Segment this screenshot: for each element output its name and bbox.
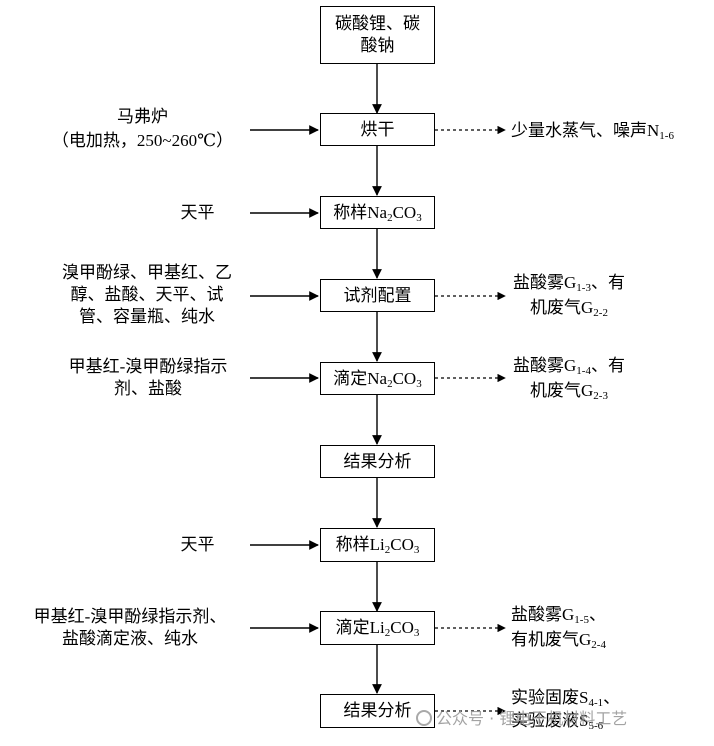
input-muffle-furnace-line2: （电加热，250~260℃） — [51, 131, 234, 150]
watermark-text: 公众号 · 锂电干机材料工艺 — [436, 709, 628, 728]
node-titrate-na2co3-label: 滴定Na2CO3 — [333, 368, 422, 390]
node-reagent-prep-label: 试剂配置 — [343, 285, 412, 305]
output-analysis: 实验固废S4-1、 实验废液S5-6 — [511, 687, 620, 732]
input-reagents: 溴甲酚绿、甲基红、乙 醇、盐酸、天平、试 管、容量瓶、纯水 — [48, 262, 246, 328]
input-reagents-line3: 管、容量瓶、纯水 — [79, 307, 215, 326]
output-analysis-line1: 实验固废S4-1、 — [511, 688, 621, 709]
output-titrate-li-line2: 有机废气G2-4 — [511, 630, 606, 651]
output-titrate-na-line1: 盐酸雾G1-4、有 — [513, 356, 625, 377]
input-indicator-li-line2: 盐酸滴定液、纯水 — [62, 629, 198, 648]
output-drying: 少量水蒸气、噪声N1-6 — [511, 121, 674, 142]
node-result-analysis-2-label: 结果分析 — [343, 701, 412, 720]
node-titrate-li2co3-label: 滴定Li2CO3 — [335, 618, 420, 639]
node-drying: 烘干 — [320, 113, 435, 146]
node-weigh-na2co3-label: 称样Na2CO3 — [333, 202, 422, 224]
node-titrate-li2co3: 滴定Li2CO3 — [320, 611, 435, 645]
node-reagent-prep: 试剂配置 — [320, 279, 435, 312]
input-indicator-li: 甲基红-溴甲酚绿指示剂、 盐酸滴定液、纯水 — [10, 606, 250, 650]
node-result-analysis-1-label: 结果分析 — [343, 451, 412, 471]
node-result-analysis-2: 结果分析 — [320, 694, 435, 728]
output-titrate-na: 盐酸雾G1-4、有 机废气G2-3 — [504, 355, 634, 402]
output-titrate-na-line2: 机废气G2-3 — [530, 381, 608, 402]
output-reagent-prep-line1: 盐酸雾G1-3、有 — [513, 273, 625, 294]
node-weigh-li2co3: 称样Li2CO3 — [320, 528, 435, 562]
output-reagent-prep-line2: 机废气G2-2 — [530, 298, 608, 319]
input-indicator-li-line1: 甲基红-溴甲酚绿指示剂、 — [33, 607, 227, 626]
input-reagents-line1: 溴甲酚绿、甲基红、乙 — [62, 263, 232, 282]
output-titrate-li: 盐酸雾G1-5、 有机废气G2-4 — [511, 604, 606, 651]
node-weigh-li2co3-label: 称样Li2CO3 — [335, 535, 420, 556]
node-titrate-na2co3: 滴定Na2CO3 — [320, 362, 435, 395]
node-raw-materials-line1: 碳酸锂、碳 — [335, 14, 420, 33]
output-reagent-prep: 盐酸雾G1-3、有 机废气G2-2 — [504, 272, 634, 319]
output-analysis-line2: 实验废液S5-6 — [511, 711, 604, 732]
input-muffle-furnace-line1: 马弗炉 — [117, 107, 168, 126]
node-weigh-na2co3: 称样Na2CO3 — [320, 196, 435, 229]
input-balance-1: 天平 — [180, 203, 215, 222]
input-muffle-furnace: 马弗炉 （电加热，250~260℃） — [40, 106, 245, 152]
input-indicator-na-line2: 剂、盐酸 — [114, 379, 182, 398]
input-indicator-na-line1: 甲基红-溴甲酚绿指示 — [68, 357, 228, 376]
watermark: 公众号 · 锂电干机材料工艺 — [416, 705, 627, 729]
output-titrate-li-line1: 盐酸雾G1-5、 — [511, 605, 606, 626]
node-result-analysis-1: 结果分析 — [320, 445, 435, 478]
node-raw-materials-line2: 酸钠 — [360, 36, 395, 55]
input-indicator-na: 甲基红-溴甲酚绿指示 剂、盐酸 — [50, 356, 246, 400]
wechat-icon — [416, 710, 432, 726]
input-balance-2: 天平 — [180, 535, 215, 554]
input-reagents-line2: 醇、盐酸、天平、试 — [70, 285, 224, 304]
node-drying-label: 烘干 — [360, 119, 395, 139]
node-raw-materials: 碳酸锂、碳 酸钠 — [320, 6, 435, 64]
